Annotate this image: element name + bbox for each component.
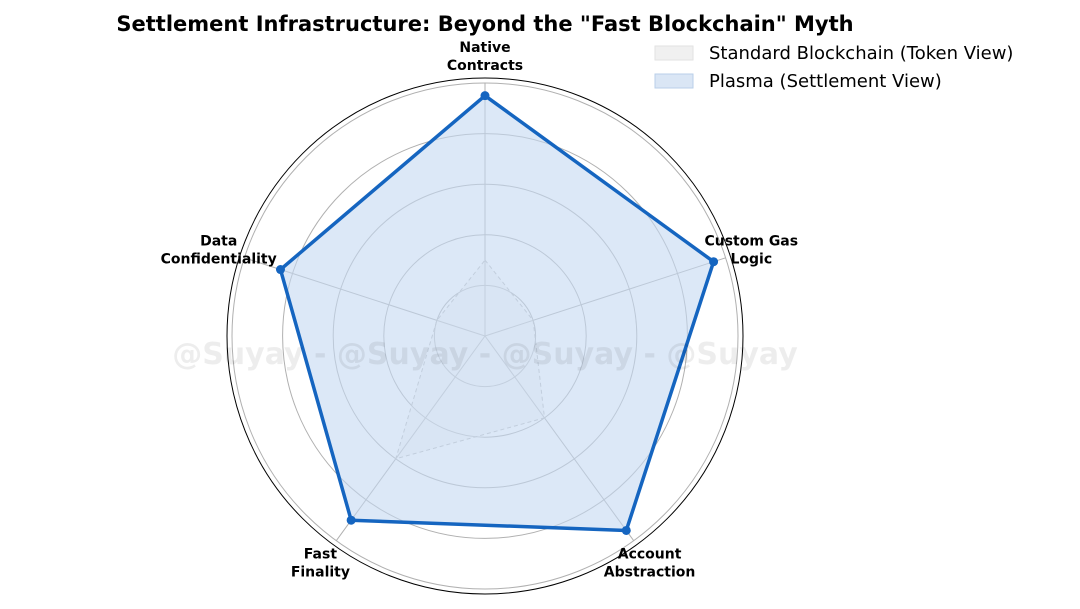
watermark: @Suyay - @Suyay - @Suyay - @Suyay — [172, 337, 798, 372]
series-2 — [275, 91, 719, 535]
data-point — [621, 525, 631, 535]
axis-label-line: Native — [459, 40, 510, 56]
axis-label-line: Confidentiality — [161, 251, 277, 267]
legend-label-1: Standard Blockchain (Token View) — [709, 43, 1013, 64]
axis-label-line: Custom Gas — [704, 233, 798, 249]
axis-label-line: Contracts — [447, 58, 523, 74]
axis-label-line: Data — [200, 233, 237, 249]
axis-label-line: Fast — [304, 547, 338, 563]
series-area-2 — [280, 95, 714, 531]
radar-series — [275, 91, 719, 535]
legend-swatch-1 — [654, 45, 694, 61]
axis-label-line: Account — [618, 547, 682, 563]
data-point — [709, 257, 719, 267]
data-point — [480, 91, 490, 101]
legend-swatch-2 — [654, 73, 694, 89]
axis-label-line: Abstraction — [604, 565, 696, 581]
axis-label-line: Logic — [730, 251, 772, 267]
series-line-2 — [278, 93, 716, 533]
legend: Standard Blockchain (Token View) Plasma (… — [654, 43, 1013, 92]
chart-title: Settlement Infrastructure: Beyond the "F… — [116, 12, 853, 36]
watermark-text: @Suyay - @Suyay - @Suyay - @Suyay — [172, 337, 798, 372]
data-point — [346, 515, 356, 525]
polar-frame — [226, 77, 744, 595]
axis-label-line: Finality — [291, 565, 350, 581]
legend-label-2: Plasma (Settlement View) — [709, 71, 942, 92]
data-point — [275, 265, 285, 275]
